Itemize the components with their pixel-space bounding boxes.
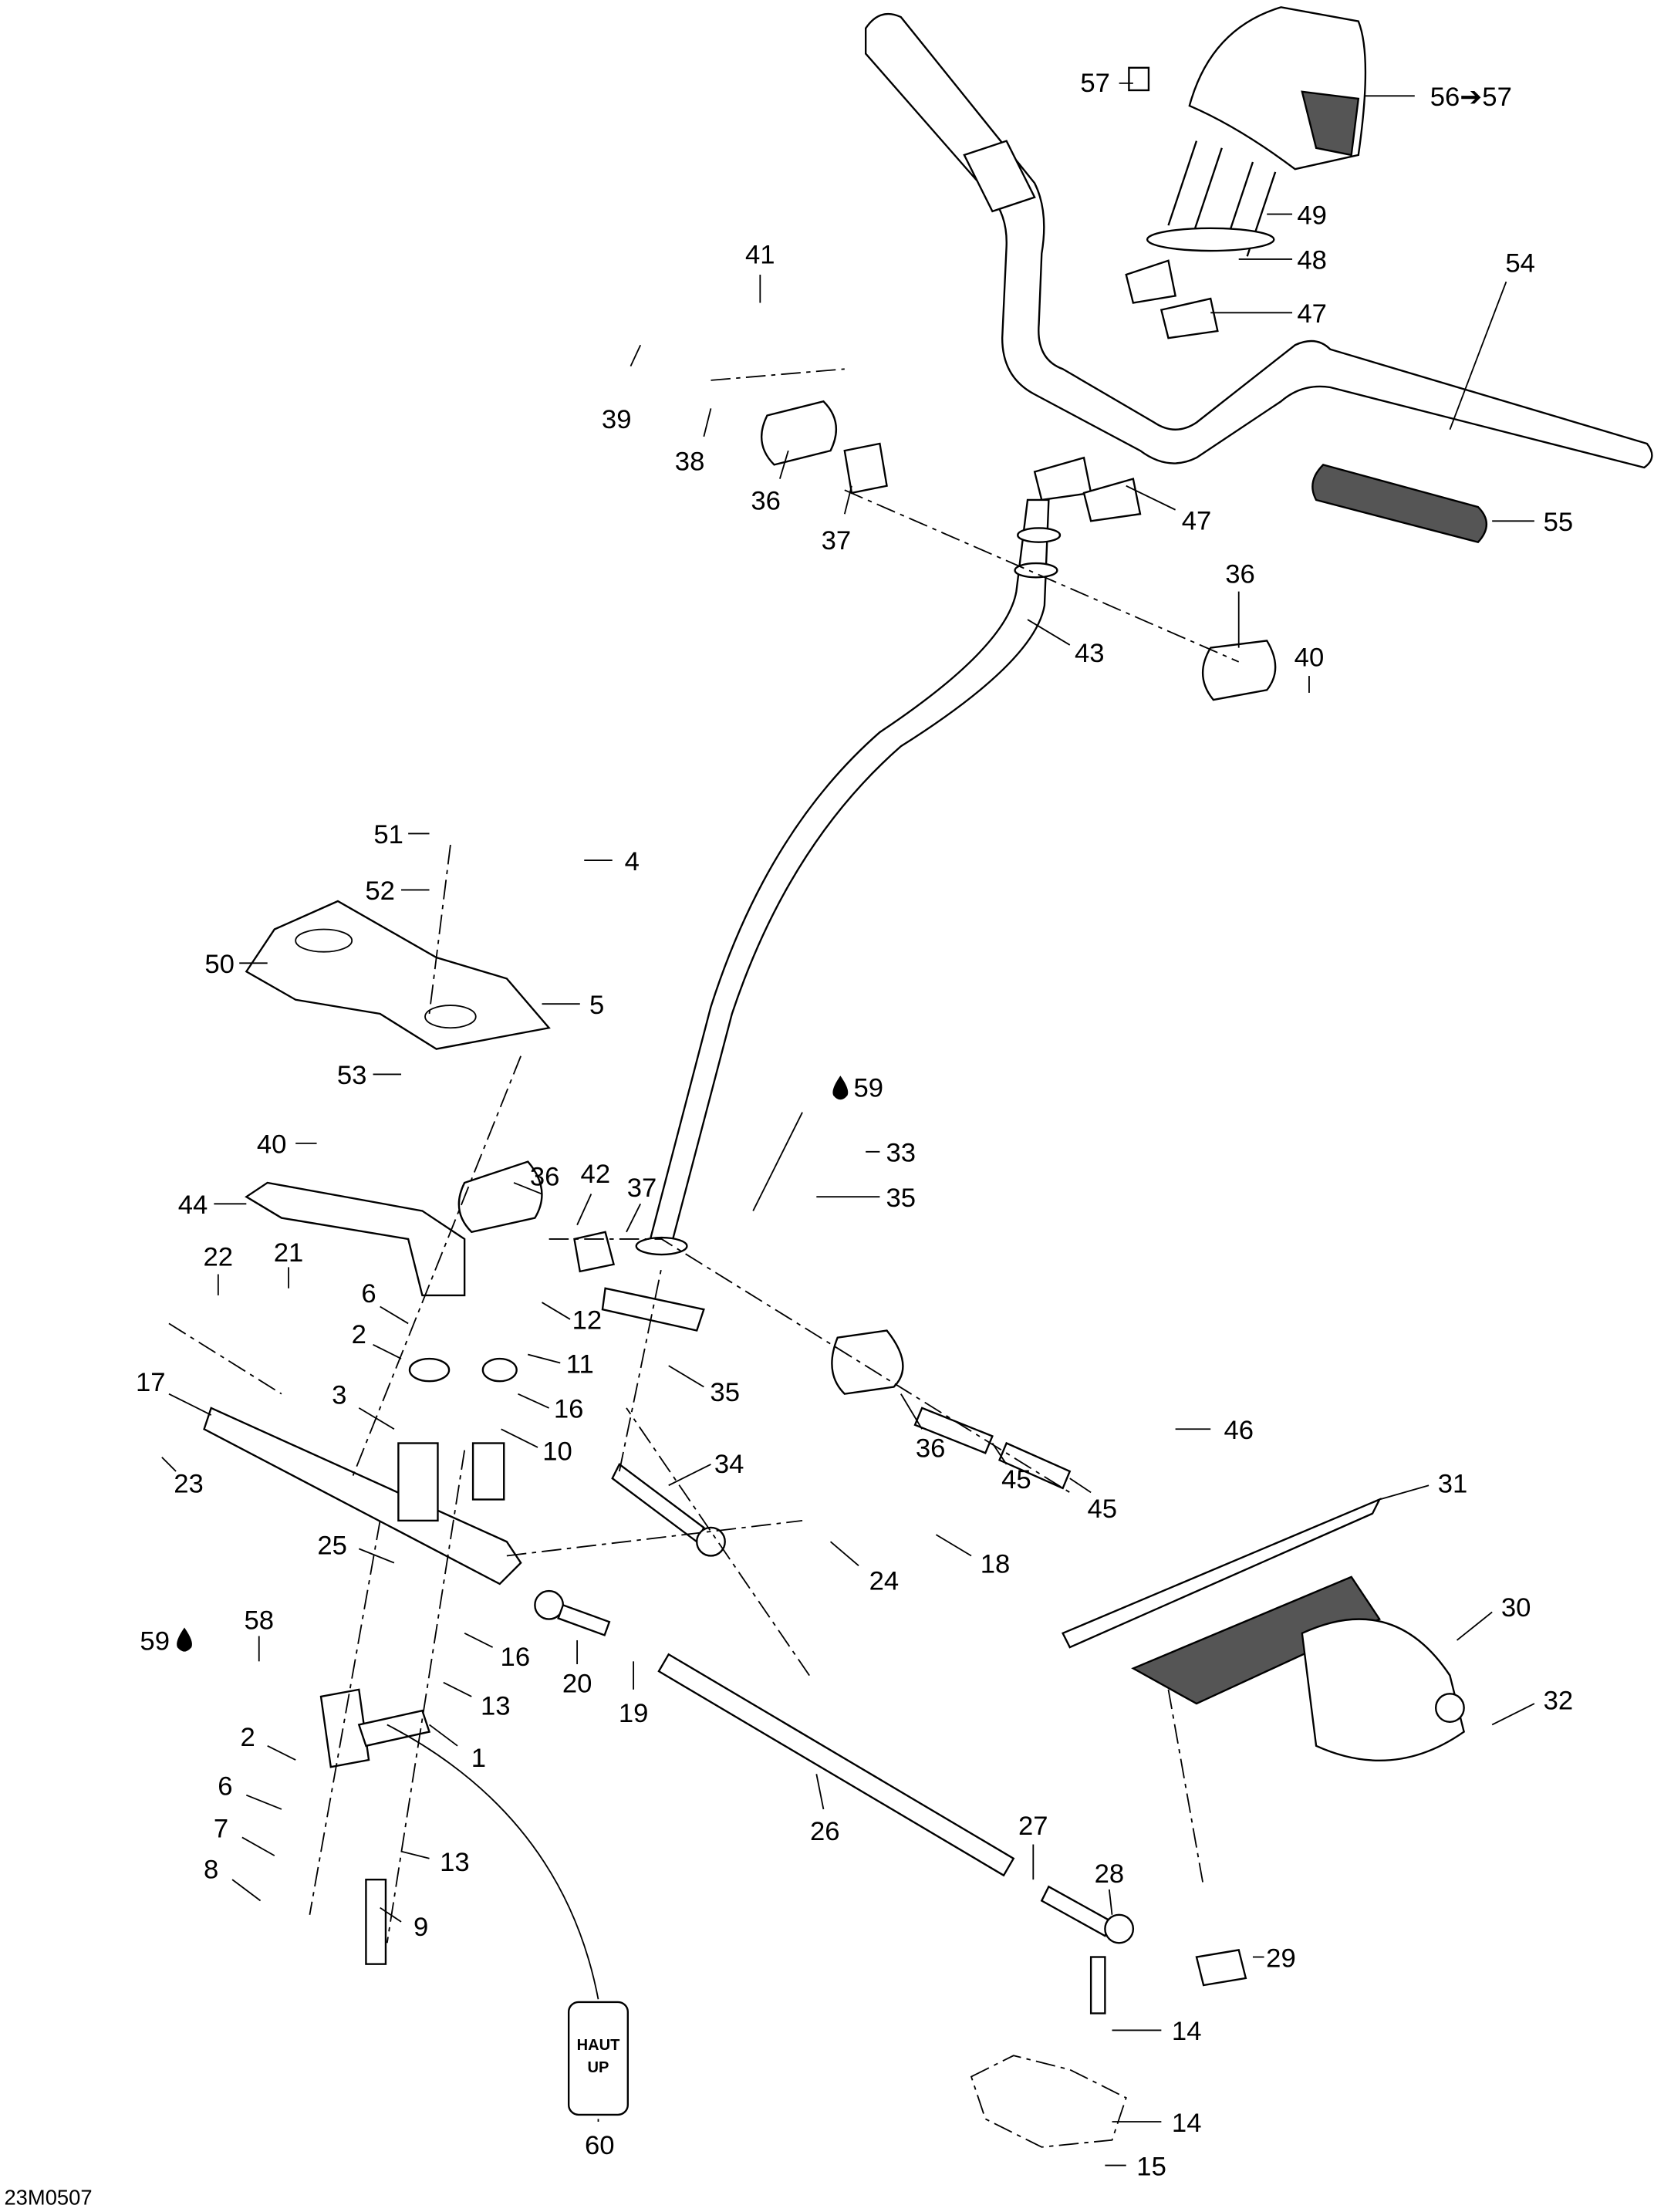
- callout-28: 28: [1095, 1859, 1125, 1889]
- callout-48: 48: [1297, 246, 1327, 275]
- callout-labels: 57 56➔57 49 48 47 41 54 39 38 36 37 47 5…: [136, 69, 1573, 2182]
- callout-14: 14: [1172, 2109, 1202, 2138]
- callout-52: 52: [365, 876, 395, 906]
- callout-56-57: 56➔57: [1430, 83, 1512, 112]
- callout-19: 19: [619, 1699, 649, 1728]
- callout-7: 7: [214, 1814, 228, 1843]
- callout-2: 2: [352, 1320, 366, 1349]
- callout-55: 55: [1544, 508, 1574, 537]
- handlebar-pad: [1128, 6, 1367, 171]
- brackets: [203, 900, 551, 1586]
- decal-60: HAUT UP: [386, 1724, 629, 2123]
- callout-36: 36: [530, 1163, 560, 1192]
- callout-50: 50: [204, 950, 235, 979]
- callout-40: 40: [257, 1130, 287, 1160]
- oil-drop-icon: [832, 1076, 849, 1100]
- callout-18: 18: [981, 1549, 1011, 1579]
- callout-51: 51: [373, 820, 403, 849]
- callout-36: 36: [751, 487, 781, 516]
- figure-code: 23M0507: [4, 2186, 92, 2210]
- callout-26: 26: [810, 1817, 840, 1846]
- callout-29: 29: [1266, 1944, 1296, 1973]
- callout-35: 35: [710, 1378, 740, 1407]
- callout-31: 31: [1438, 1469, 1468, 1498]
- callout-45: 45: [1001, 1465, 1031, 1494]
- callout-15: 15: [1136, 2152, 1166, 2181]
- callout-25: 25: [317, 1532, 347, 1561]
- callout-5: 5: [589, 991, 604, 1020]
- callout-13: 13: [440, 1848, 470, 1877]
- callout-8: 8: [204, 1855, 218, 1884]
- callout-36: 36: [916, 1434, 946, 1464]
- callout-43: 43: [1075, 639, 1105, 668]
- callout-37: 37: [627, 1174, 657, 1203]
- callout-11: 11: [566, 1349, 594, 1379]
- callout-6: 6: [218, 1772, 232, 1802]
- callout-44: 44: [178, 1190, 208, 1220]
- callout-58: 58: [244, 1606, 274, 1635]
- callout-27: 27: [1018, 1812, 1048, 1841]
- callout-24: 24: [869, 1566, 900, 1596]
- steering-column: [601, 498, 1062, 1332]
- oil-drop-icon: [177, 1627, 192, 1652]
- boot-and-plate: [1062, 1498, 1466, 1761]
- callout-39: 39: [602, 405, 632, 434]
- callout-1: 1: [471, 1744, 486, 1773]
- handle-grip: [1311, 464, 1488, 544]
- callout-23: 23: [174, 1469, 204, 1498]
- callout-35: 35: [886, 1184, 916, 1213]
- callout-2: 2: [241, 1723, 255, 1752]
- callout-13: 13: [481, 1692, 511, 1721]
- decal-text-haut: HAUT: [577, 2037, 620, 2054]
- spindle-and-bushings: [319, 1357, 518, 1965]
- callout-40: 40: [1295, 643, 1325, 672]
- leader-lines: [161, 82, 1535, 2166]
- callout-32: 32: [1544, 1686, 1574, 1715]
- callout-47: 47: [1297, 299, 1327, 329]
- callout-22: 22: [204, 1243, 234, 1272]
- assembly-lines: [168, 368, 1240, 1944]
- callout-45: 45: [1087, 1494, 1117, 1524]
- clamp-bolts: [1033, 140, 1277, 522]
- bearing-blocks: [457, 400, 1277, 1490]
- callout-12: 12: [572, 1306, 603, 1336]
- callout-17: 17: [136, 1368, 166, 1397]
- callout-53: 53: [337, 1061, 367, 1090]
- callout-42: 42: [581, 1160, 611, 1189]
- callout-34: 34: [714, 1450, 744, 1479]
- callout-36: 36: [1225, 560, 1255, 589]
- callout-16: 16: [554, 1395, 584, 1424]
- callout-21: 21: [274, 1238, 304, 1268]
- callout-41: 41: [745, 240, 775, 269]
- callout-47: 47: [1182, 506, 1212, 535]
- callout-33: 33: [886, 1139, 916, 1168]
- callout-16: 16: [501, 1643, 531, 1672]
- callout-10: 10: [542, 1437, 572, 1466]
- tie-rods: [534, 1463, 1247, 2014]
- callout-59: 59: [140, 1627, 170, 1656]
- callout-20: 20: [562, 1669, 592, 1698]
- callout-6: 6: [361, 1279, 376, 1309]
- handlebar: [864, 12, 1653, 469]
- callout-54: 54: [1505, 248, 1535, 278]
- callout-49: 49: [1297, 201, 1327, 230]
- callout-59: 59: [854, 1074, 884, 1103]
- callout-30: 30: [1501, 1593, 1531, 1623]
- callout-60: 60: [585, 2131, 615, 2160]
- callout-37: 37: [822, 526, 852, 556]
- callout-57: 57: [1080, 69, 1110, 98]
- decal-text-up: UP: [588, 2059, 609, 2076]
- callout-3: 3: [332, 1380, 346, 1410]
- callout-9: 9: [414, 1913, 428, 1942]
- steering-arm-dashed: [970, 2055, 1127, 2148]
- callout-4: 4: [625, 847, 640, 876]
- callout-46: 46: [1224, 1416, 1254, 1445]
- callout-38: 38: [675, 447, 705, 477]
- callout-14: 14: [1172, 2017, 1202, 2046]
